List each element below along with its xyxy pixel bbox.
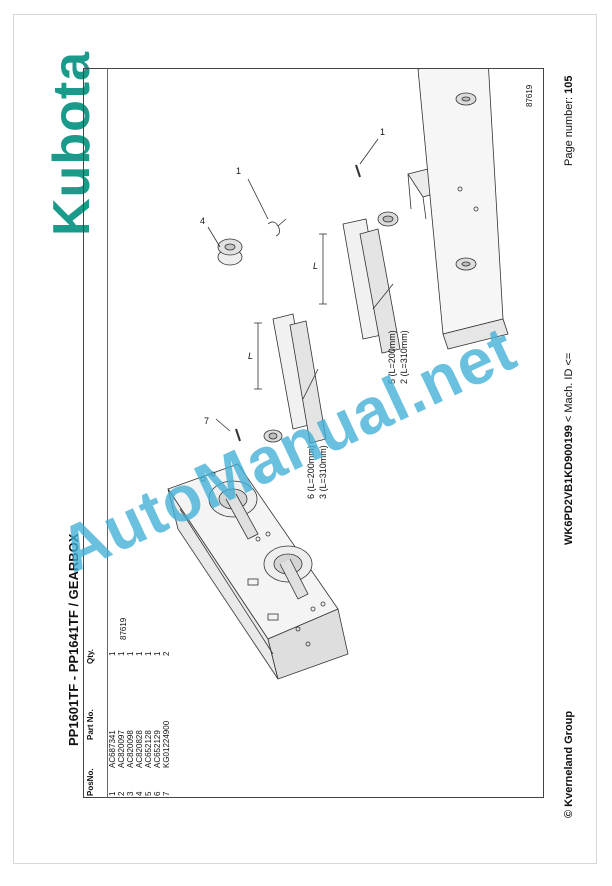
mach-id: WK6PD2VB1KD900199 < Mach. ID <= (563, 353, 575, 545)
length-label-l: L (313, 261, 318, 271)
page-number-value: 105 (563, 75, 575, 94)
mach-id-suffix: < Mach. ID <= (563, 352, 575, 426)
telescopic-shaft-a (254, 313, 327, 444)
drawing-ref-diagram: 87619 (525, 84, 534, 107)
page-number-label: Page number: (563, 93, 575, 166)
shaft-label-2: 2 (L=310mm) (399, 330, 409, 384)
callout-1b: 1 (380, 127, 385, 137)
header-posno: PosNo. (86, 768, 95, 796)
shaft-label-3: 3 (L=310mm) (318, 445, 328, 499)
gearbox-housing (167, 463, 349, 680)
callout-4: 4 (200, 216, 205, 226)
copyright: © Kverneland Group (563, 710, 575, 818)
header-partno: Part No. (86, 709, 95, 740)
frame-beam (417, 69, 509, 350)
telescopic-shaft-b (319, 211, 401, 354)
page-number: Page number: 105 (563, 75, 575, 166)
shaft-label-6: 6 (L=200mm) (306, 445, 316, 499)
mach-id-code: WK6PD2VB1KD900199 (563, 425, 575, 545)
callout-1: 1 (236, 166, 241, 176)
shaft-label-5: 5 (L=200mm) (387, 330, 397, 384)
gearbox-exploded-diagram: 4 1 7 1 L L 6 (L=200mm) 3 (L=310mm) 5 (L… (167, 69, 534, 680)
header-qty: Qty. (86, 649, 95, 664)
page-border (13, 14, 597, 864)
coupling-4 (217, 238, 243, 266)
pin-7 (235, 428, 241, 442)
parts-frame (83, 68, 544, 798)
table-divider (107, 68, 108, 798)
length-label-l: L (248, 351, 253, 361)
spring-pin-1 (267, 218, 287, 237)
pin-1 (355, 164, 361, 178)
callout-7: 7 (204, 416, 209, 426)
